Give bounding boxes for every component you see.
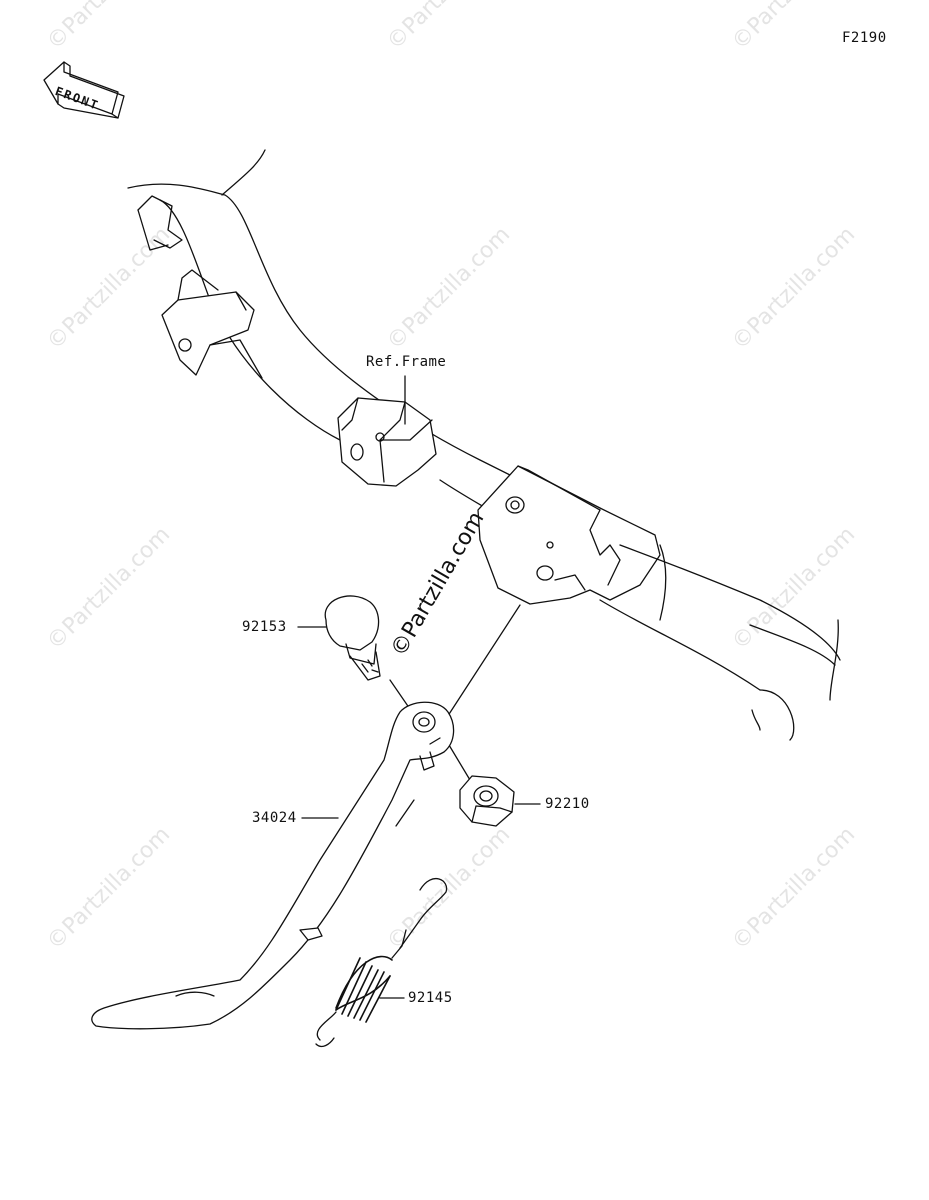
side-stand-34024: [91, 701, 455, 1030]
frame-bracket-left: [137, 195, 263, 379]
callout-34024: 34024: [252, 810, 297, 826]
spring-92145: [315, 878, 448, 1048]
side-stand-bracket: [477, 465, 661, 605]
callout-92145: 92145: [408, 990, 453, 1006]
nut-axis: [445, 739, 471, 781]
pivot-line: [439, 604, 521, 729]
frame-tube: [619, 544, 841, 661]
figure-code: F2190: [842, 30, 887, 46]
nut-92210: [459, 775, 515, 827]
frame-top-curve: [221, 149, 266, 196]
callout-92153: 92153: [242, 619, 287, 635]
front-arrow-icon: [43, 61, 125, 119]
bolt-92153: [324, 595, 381, 681]
frame-tube-lower: [599, 599, 761, 691]
callout-92210: 92210: [545, 796, 590, 812]
frame-mount-block: [337, 397, 437, 487]
callout-ref-frame: Ref.Frame: [366, 354, 447, 370]
